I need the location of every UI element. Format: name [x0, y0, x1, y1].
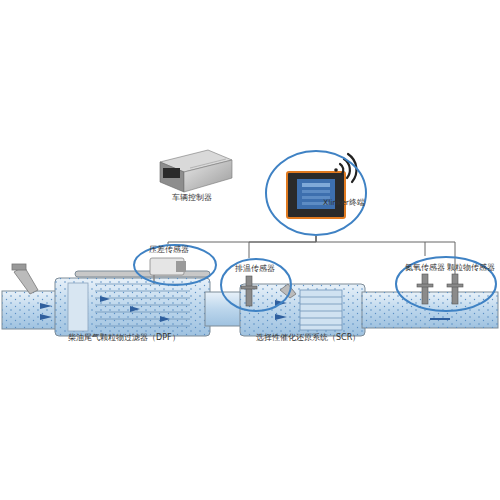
- node-label: 柴油尾气颗粒物过滤器（DPF）: [68, 333, 180, 343]
- node-label: 排温传感器: [235, 264, 275, 274]
- signal-wire: [425, 242, 455, 243]
- dpf-core: [68, 283, 190, 331]
- signal-wire: [316, 236, 425, 256]
- terminal-device-image: [287, 172, 345, 218]
- sensor-node: 排温传感器: [220, 258, 292, 312]
- node-label: 车辆控制器: [172, 193, 212, 203]
- node-label: Xlinker终端: [323, 198, 365, 208]
- node-label: 氮氧传感器: [405, 263, 445, 273]
- signal-wire: [249, 236, 316, 258]
- controller-node: 车辆控制器: [150, 146, 245, 206]
- ellipse-outline: [265, 150, 367, 236]
- dpf-node: 柴油尾气颗粒物过滤器（DPF）: [5, 280, 220, 348]
- ecu-image: [160, 150, 232, 192]
- scr-node: 选择性催化还原系统（SCR）: [222, 282, 422, 348]
- signal-wire: [168, 236, 316, 244]
- sensor-node: 压差传感器: [133, 244, 217, 286]
- pressure-sensor: [150, 258, 186, 284]
- terminal-node: Xlinker终端: [265, 150, 367, 236]
- node-label: 颗粒物传感器: [447, 263, 495, 273]
- scr-core: [300, 290, 342, 330]
- node-label: 压差传感器: [149, 245, 189, 255]
- sensor-probe: [241, 274, 463, 320]
- node-label: 选择性催化还原系统（SCR）: [256, 333, 360, 343]
- sensor-group-node: 氮氧传感器颗粒物传感器: [395, 256, 497, 312]
- exhaust-pipe: [2, 271, 498, 336]
